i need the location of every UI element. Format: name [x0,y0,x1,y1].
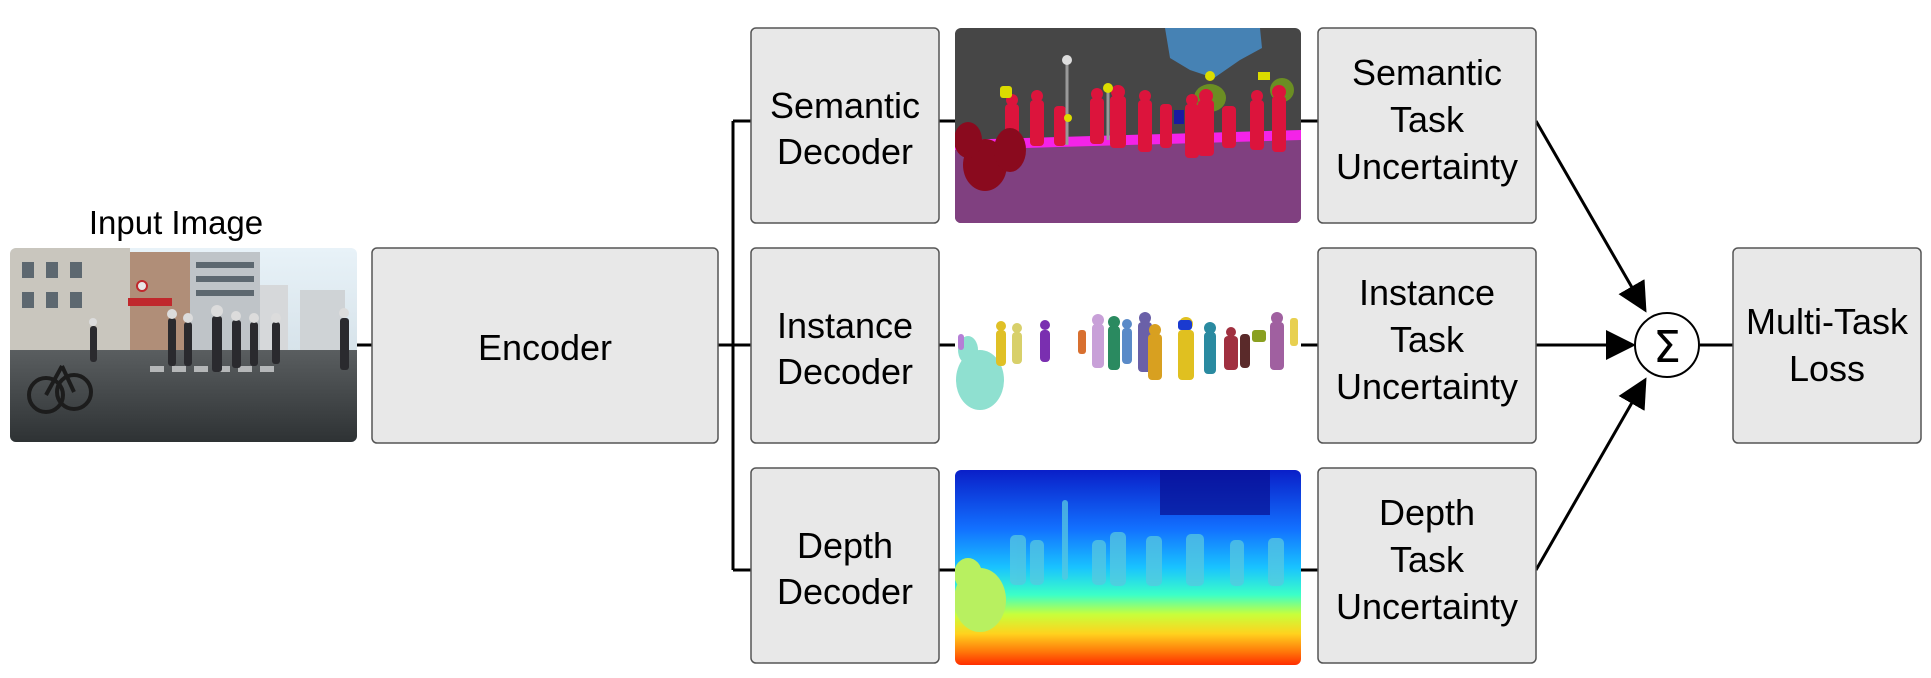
input-image-title: Input Image [89,204,263,241]
encoder-box [371,247,719,444]
depth-uncertainty-label-line3: Uncertainty [1336,586,1518,627]
depth-uncertainty-label-line2: Task [1390,539,1465,580]
depth-uncertainty-arrow [1534,377,1647,571]
depth-uncertainty-label-line1: Depth [1379,492,1475,533]
depth-decoder-box [750,467,940,664]
semantic-decoder-label-line2: Decoder [777,131,913,172]
semantic-decoder-label-line1: Semantic [770,85,920,126]
multi-task-loss-label-line1: Multi-Task [1746,301,1909,342]
multi-task-loss-label-line2: Loss [1789,348,1865,389]
semantic-decoder-box [750,27,940,224]
instance-uncertainty-label-line3: Uncertainty [1336,366,1518,407]
semantic-segmentation-image [955,28,1301,223]
depth-uncertainty-box [1317,467,1537,664]
semantic-uncertainty-arrow [1534,120,1647,313]
depth-decoder-label-line1: Depth [797,525,893,566]
instance-uncertainty-label-line2: Task [1390,319,1465,360]
semantic-uncertainty-label-line3: Uncertainty [1336,146,1518,187]
instance-uncertainty-label-line1: Instance [1359,272,1495,313]
input-street-image [10,248,357,442]
semantic-uncertainty-label-line2: Task [1390,99,1465,140]
semantic-uncertainty-box [1317,27,1537,224]
instance-segmentation-image [956,312,1298,410]
depth-estimation-image [955,470,1301,665]
sum-node [1634,312,1700,378]
encoder-label: Encoder [478,327,612,368]
depth-decoder-label-line2: Decoder [777,571,913,612]
semantic-uncertainty-label-line1: Semantic [1352,52,1502,93]
instance-decoder-label-line1: Instance [777,305,913,346]
multi-task-loss-box [1732,247,1922,444]
sigma-symbol: Σ [1653,322,1681,373]
instance-decoder-label-line2: Decoder [777,351,913,392]
connector-lines [357,119,1733,572]
instance-decoder-box [750,247,940,444]
arrows [1534,120,1647,571]
instance-uncertainty-box [1317,247,1537,444]
